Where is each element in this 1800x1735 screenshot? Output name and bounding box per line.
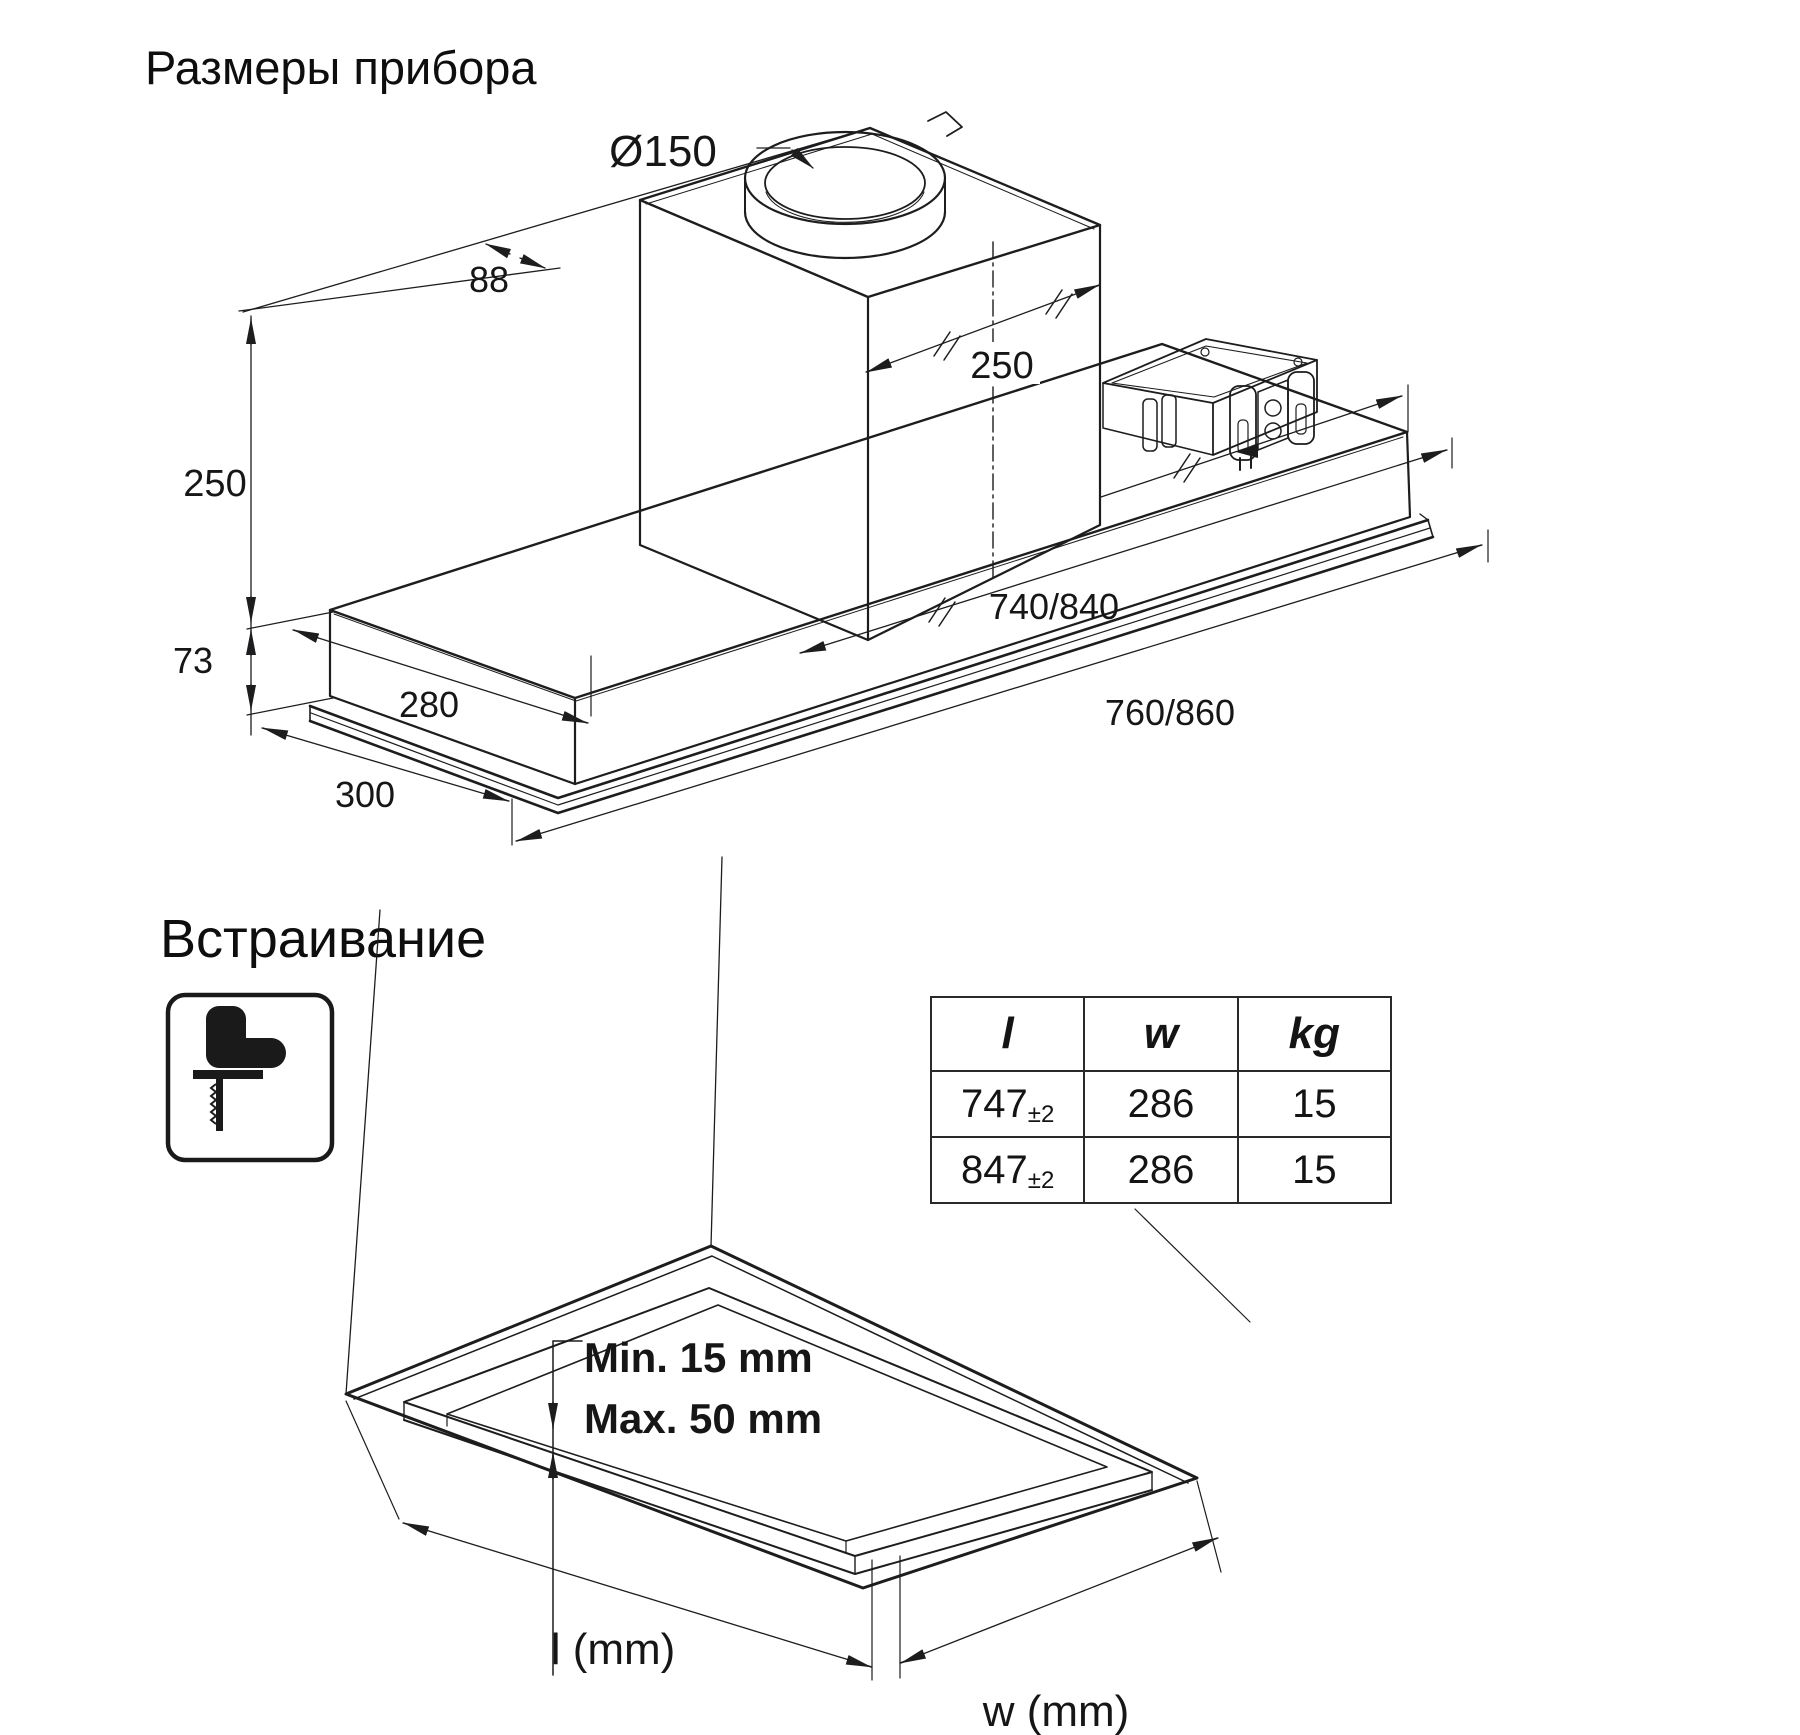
cell-w: 286	[1083, 1136, 1239, 1204]
connection-box	[1102, 338, 1318, 471]
label-duct-diameter: Ø150	[609, 127, 717, 176]
hood-isometric-drawing	[238, 111, 1489, 846]
label-inner-length: 740/840	[989, 586, 1119, 627]
cell-w: 286	[1083, 1070, 1239, 1138]
table-row: 747±2 286 15	[929, 1070, 1393, 1138]
cell-l: 847±2	[929, 1136, 1086, 1204]
label-body-height: 73	[173, 640, 213, 681]
label-outer-width: 300	[335, 774, 395, 815]
label-total-height: 250	[183, 463, 246, 505]
label-cutout-width: w (mm)	[982, 1687, 1130, 1735]
label-outer-length: 760/860	[1105, 692, 1235, 733]
label-min-depth: Min. 15 mm	[584, 1334, 813, 1381]
label-back-offset: 88	[469, 259, 509, 300]
cell-kg: 15	[1236, 1136, 1393, 1204]
label-max-depth: Max. 50 mm	[584, 1395, 822, 1442]
table-header-w: w	[1083, 996, 1239, 1072]
cutout-spec-table: l w kg 747±2 286 15 847±2 286 15	[929, 996, 1393, 1204]
table-row: 847±2 286 15	[929, 1136, 1393, 1204]
cell-l: 747±2	[929, 1070, 1086, 1138]
label-duct-depth: 250	[970, 345, 1033, 387]
cutout-isometric-drawing	[344, 856, 1251, 1681]
label-cutout-length: l (mm)	[551, 1625, 676, 1674]
table-header-l: l	[929, 996, 1086, 1072]
jigsaw-icon	[165, 992, 335, 1163]
label-inner-width: 280	[399, 684, 459, 725]
section-title-installation: Встраивание	[160, 909, 487, 969]
table-header-kg: kg	[1236, 996, 1393, 1072]
cell-kg: 15	[1236, 1070, 1393, 1138]
section-title-dimensions: Размеры прибора	[145, 41, 537, 94]
